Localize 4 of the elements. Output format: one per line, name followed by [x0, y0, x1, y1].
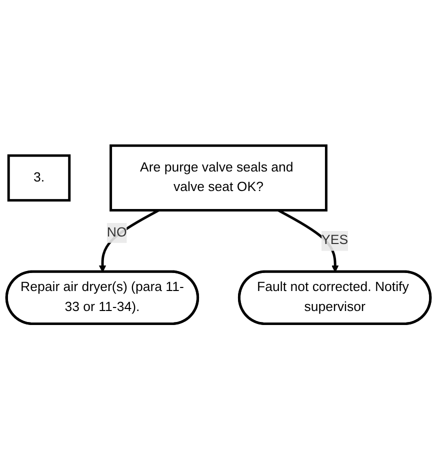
node-box: Are purge valve seals and valve seat OK?: [110, 144, 328, 212]
node-box: 3.: [7, 154, 71, 202]
edge-label: NO: [106, 225, 127, 240]
edge-label: YES: [322, 233, 348, 248]
